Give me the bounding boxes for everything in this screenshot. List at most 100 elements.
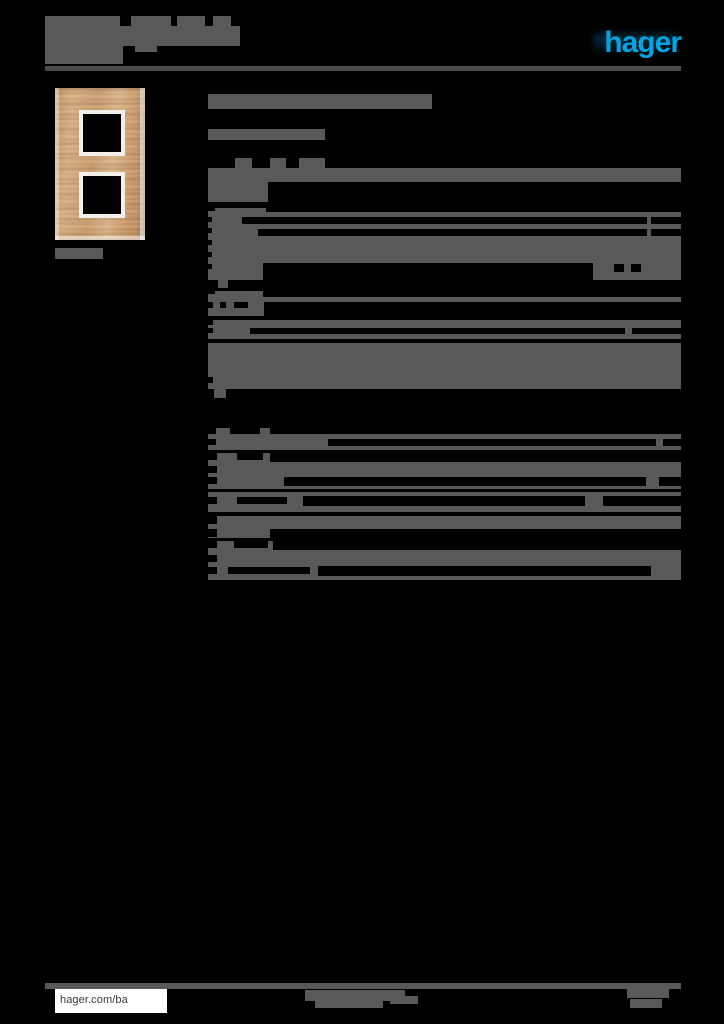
desc-ko-3 — [286, 158, 299, 168]
s1-ko-6 — [258, 229, 647, 236]
s6-ko-2 — [303, 496, 585, 506]
s1-ko-8 — [208, 240, 212, 245]
footer-center-redacted-2 — [315, 1001, 383, 1008]
specification-block-6 — [208, 492, 681, 512]
s8-ko-6 — [318, 566, 651, 576]
s1b-ko-3 — [220, 302, 226, 308]
s1-ko-13 — [631, 264, 641, 272]
s4-ko-4 — [328, 439, 656, 446]
footer-right-redacted-1 — [627, 988, 669, 998]
desc-ko-4 — [325, 158, 681, 168]
s2-ko-0 — [208, 320, 213, 325]
hager-logo-text: hager — [604, 26, 682, 59]
hager-logo: hager — [581, 26, 682, 59]
s1-ko-3 — [242, 217, 647, 224]
product-frame-body — [55, 88, 145, 240]
desc-ko-5 — [268, 182, 681, 202]
header-title-block-4 — [213, 16, 231, 26]
s8-ko-3 — [208, 555, 217, 562]
s6-ko-3 — [603, 496, 681, 506]
s1b-ko-4 — [234, 302, 248, 308]
section-title-redacted — [208, 94, 432, 109]
s8-ko-1 — [234, 541, 268, 548]
footer-center-redacted-1 — [305, 990, 405, 1001]
s3-ko-2 — [226, 389, 681, 398]
s5-ko-6 — [659, 477, 681, 486]
description-block — [208, 158, 681, 202]
s3-ko-1 — [208, 389, 214, 398]
s4-ko-5 — [663, 439, 681, 446]
s1-ko-14 — [208, 280, 218, 288]
specification-block-5 — [208, 453, 681, 489]
s5-ko-2 — [270, 453, 681, 462]
s1-ko-0 — [208, 208, 215, 211]
s6-ko-0 — [208, 497, 217, 504]
s4-ko-2 — [270, 428, 681, 434]
s1b-ko-0 — [208, 291, 215, 294]
page-header: hager — [45, 14, 682, 70]
s5-ko-1 — [237, 453, 263, 460]
s3-ko-0 — [208, 377, 213, 383]
product-frame-bottom-highlight — [55, 236, 145, 240]
s1-ko-1 — [266, 208, 681, 212]
section-subtitle-redacted — [208, 129, 325, 140]
header-title-block-3 — [177, 16, 205, 26]
s7-ko-0 — [208, 516, 217, 524]
product-image-caption-redacted — [55, 248, 103, 259]
specification-block-7 — [208, 516, 681, 538]
s1-ko-15 — [228, 280, 681, 288]
s2-ko-2 — [250, 328, 625, 334]
s1-ko-5 — [208, 228, 212, 233]
header-title-block-5 — [45, 26, 240, 46]
specification-block-3 — [208, 343, 681, 398]
header-title-block-2 — [131, 16, 171, 26]
header-subtitle-block-2 — [135, 44, 157, 52]
s2-ko-1 — [208, 328, 213, 333]
s1-ko-9 — [208, 252, 212, 257]
s1b-ko-1 — [263, 291, 681, 297]
s4-ko-3 — [208, 439, 216, 445]
s8-ko-0 — [208, 541, 217, 548]
s5-ko-4 — [208, 477, 217, 484]
specification-block-1-tail — [208, 291, 681, 316]
s8-ko-2 — [273, 540, 681, 550]
s1-ko-10 — [208, 264, 212, 269]
footer-center-redacted-3 — [390, 996, 418, 1004]
footer-rule — [45, 983, 681, 989]
s2-ko-3 — [632, 328, 681, 334]
header-rule — [45, 66, 681, 71]
specification-block-8 — [208, 540, 681, 586]
s7-ko-2 — [270, 529, 681, 538]
s7-ko-1 — [208, 529, 217, 537]
product-image — [55, 88, 145, 259]
s8-ko-4 — [208, 567, 217, 574]
s5-ko-5 — [284, 477, 646, 486]
s4-ko-0 — [208, 428, 216, 434]
specification-block-2 — [208, 320, 681, 339]
footer-right-redacted-2 — [630, 999, 662, 1008]
s1-ko-12 — [614, 264, 624, 272]
footer-url-box[interactable]: hager.com/ba — [55, 989, 167, 1013]
footer-url-text[interactable]: hager.com/ba — [60, 994, 128, 1006]
product-frame-opening-bottom — [79, 172, 125, 218]
s1-ko-4 — [651, 217, 681, 224]
s1-ko-2 — [208, 217, 212, 222]
s5-ko-3 — [208, 466, 217, 473]
product-frame-opening-top — [79, 110, 125, 156]
s4-ko-1 — [230, 428, 260, 434]
s1-ko-7 — [651, 229, 681, 236]
s8-ko-7 — [208, 580, 681, 586]
desc-ko-2 — [252, 158, 270, 168]
product-frame-left-highlight — [55, 88, 59, 240]
specification-block-1 — [208, 208, 681, 288]
header-title-block-1 — [45, 16, 120, 26]
s5-ko-0 — [208, 453, 217, 460]
s6-ko-1 — [237, 497, 287, 504]
s1-ko-11 — [263, 263, 593, 285]
s1b-ko-2 — [208, 302, 213, 308]
s1b-ko-5 — [264, 302, 681, 316]
product-frame-right-highlight — [140, 88, 145, 240]
specification-block-4 — [208, 428, 681, 450]
desc-ko-1 — [208, 158, 235, 168]
